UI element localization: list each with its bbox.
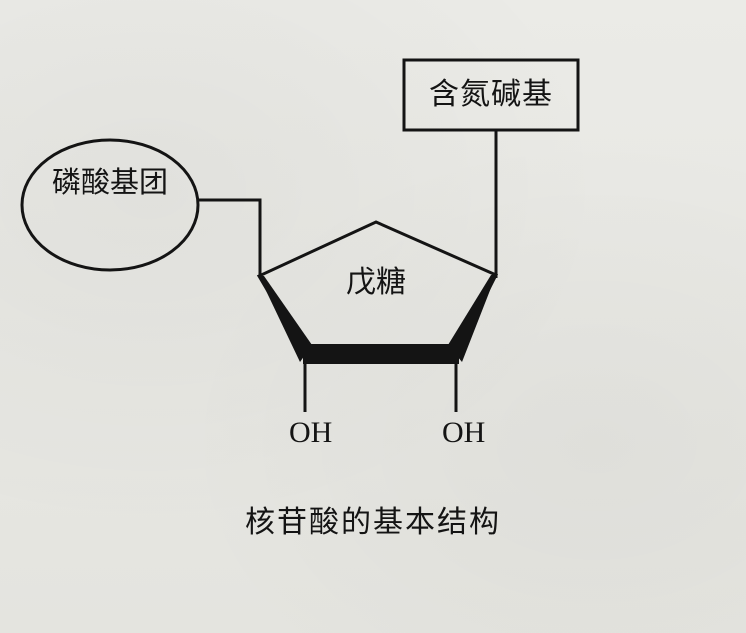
right-wedge-bond (448, 275, 496, 362)
hydroxyl-left-label: OH (289, 416, 333, 449)
phosphate-group-ellipse (20, 138, 200, 272)
pentose-label: 戊糖 (346, 265, 406, 300)
left-wedge-bond (259, 276, 312, 362)
figure-caption: 核苷酸的基本结构 (245, 505, 501, 540)
hydroxyl-right-label: OH (442, 416, 486, 449)
nitrogenous-base-box (402, 58, 580, 132)
phosphate-connector-line (197, 198, 262, 277)
nitrogenous-base-label: 含氮碱基 (429, 77, 553, 112)
bottom-thick-bond (303, 344, 459, 364)
phosphate-group-label: 磷酸基团 (51, 165, 168, 199)
